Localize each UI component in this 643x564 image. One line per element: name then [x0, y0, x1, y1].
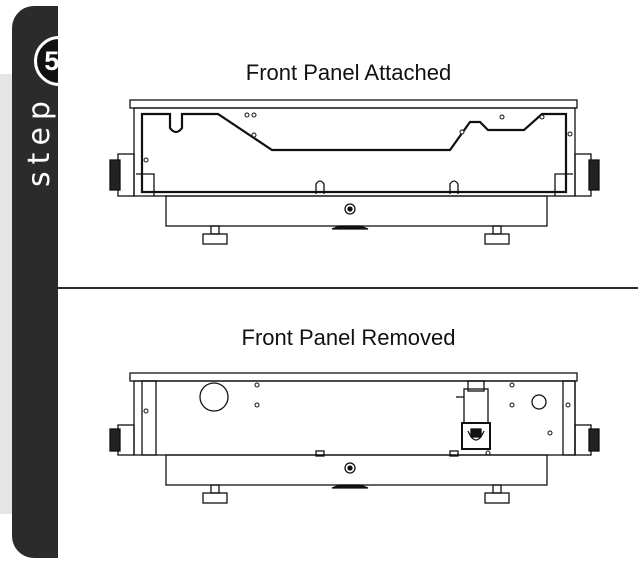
- right-foot: [484, 225, 510, 245]
- right-foot: [484, 484, 510, 504]
- top-rail: [129, 99, 578, 109]
- unit-drawing-removed: [109, 372, 600, 504]
- drain-plug: [344, 203, 356, 215]
- figure-panel-attached: Front Panel Attached: [58, 4, 639, 287]
- small-opening: [531, 394, 547, 410]
- condensate-pump: [456, 380, 491, 450]
- figure-title-attached: Front Panel Attached: [245, 60, 452, 85]
- figure-panel-removed: Front Panel Removed: [58, 289, 639, 563]
- drain-plug: [344, 462, 356, 474]
- housing: [133, 107, 576, 197]
- front-panel-outline: [140, 112, 568, 194]
- left-foot: [202, 484, 228, 504]
- drain-pan: [165, 195, 548, 227]
- left-foot: [202, 225, 228, 245]
- top-rail: [129, 372, 578, 382]
- drain-pan: [165, 454, 548, 486]
- unit-drawing-attached: [109, 99, 600, 245]
- step-label-text: step: [21, 93, 57, 187]
- side-strip: [0, 74, 12, 514]
- figure-title-removed: Front Panel Removed: [241, 325, 456, 350]
- pipe-opening: [199, 382, 229, 412]
- housing: [133, 380, 576, 456]
